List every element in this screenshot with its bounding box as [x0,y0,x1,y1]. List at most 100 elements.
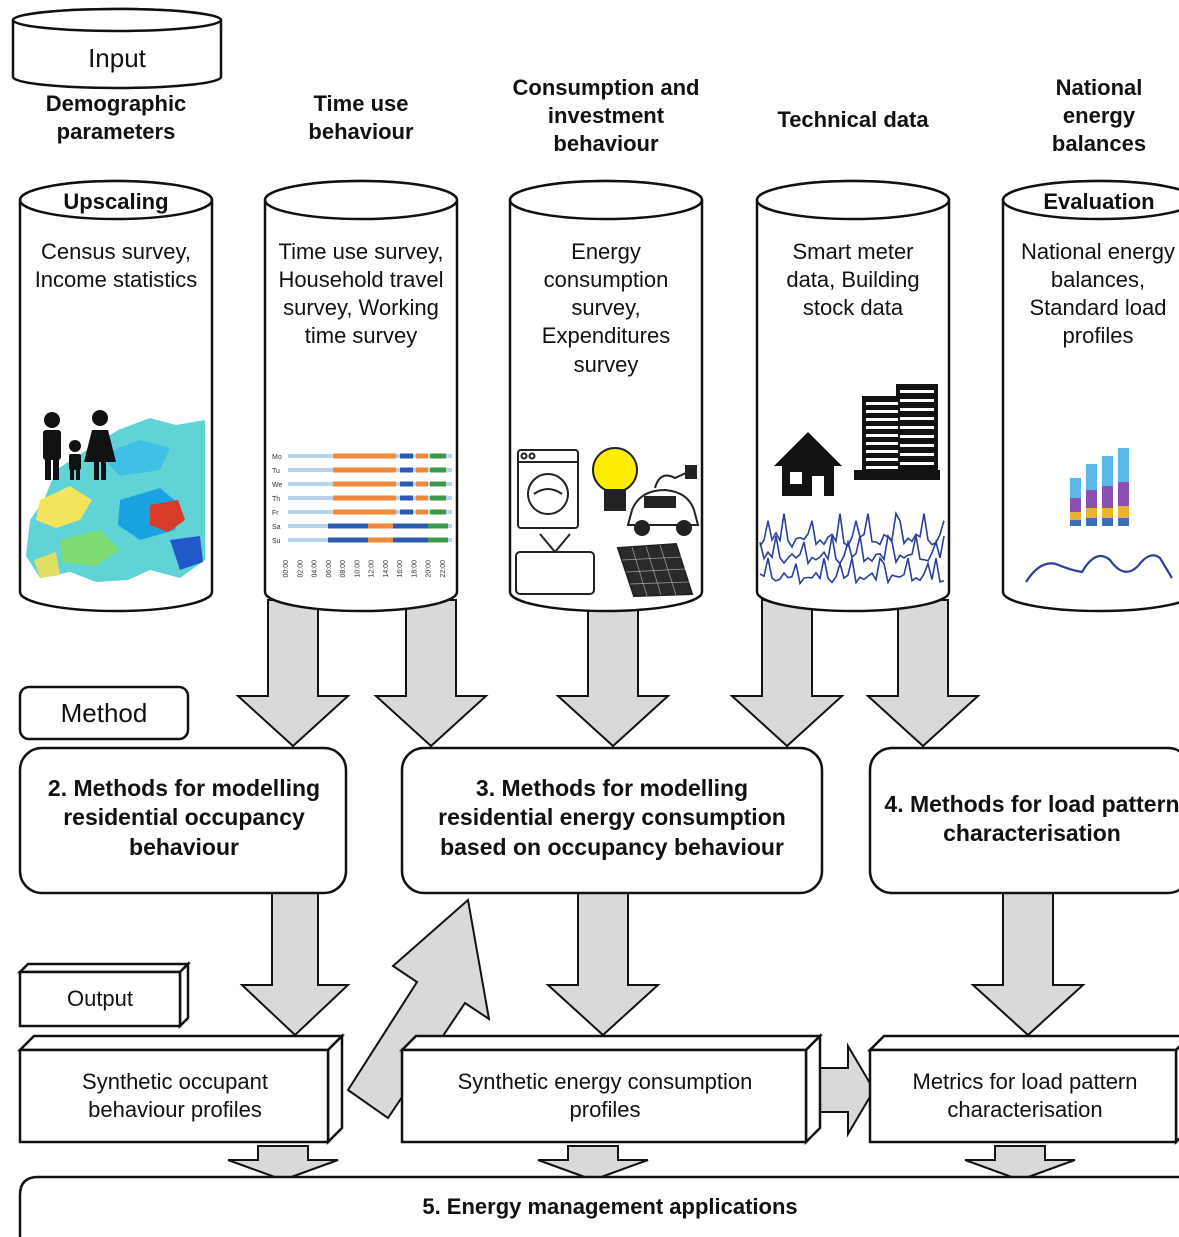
stacked-bars-illustration [1070,448,1129,526]
timeline-segment [430,495,446,501]
timeline-segment [400,467,413,473]
timeline-segment [416,467,428,473]
solar-panel-icon [616,542,694,598]
day-label: Su [272,538,281,545]
window [866,410,898,413]
timeline-segment [333,509,396,515]
timeline-segment [368,523,393,529]
day-label: Tu [272,468,280,475]
input-tag [11,7,223,90]
body-time-use: Time use survey, Household travel survey… [278,239,444,349]
bar-segment [1118,482,1129,506]
day-label: Mo [272,454,282,461]
timeline-segment [428,537,448,543]
arrow-time-use-to-method2 [235,599,351,748]
bar-segment [1070,498,1081,512]
time-tick-label: 12:00 [369,560,376,578]
method-2-text: 2. Methods for modelling residential occ… [47,775,321,860]
body-technical: Smart meter data, Building stock data [786,239,920,321]
window [900,444,934,447]
arrow-output1-to-apps [227,1145,339,1182]
applications-bar [18,1175,1179,1237]
output-3-text: Metrics for load pattern characterisatio… [912,1069,1138,1123]
body-national: National energy balances, Standard load … [1020,239,1176,349]
time-tick-label: 00:00 [283,560,290,578]
time-tick-label: 16:00 [397,560,404,578]
bar-segment [1102,486,1113,508]
window [866,434,898,437]
arrow-technical-to-method4 [865,599,981,748]
output-tag [16,960,192,1030]
arrow-consumption-to-method3 [555,599,671,748]
timeline-segment [430,481,446,487]
bar-segment [1086,518,1097,526]
bar-segment [1070,520,1081,526]
arrow-technical-to-method3 [729,599,845,748]
bar-segment [1070,512,1081,520]
method-3-text: 3. Methods for modelling residential ene… [438,775,786,860]
window [866,426,898,429]
family-icon [43,410,116,480]
bar-segment [1086,490,1097,508]
timeline-segment [416,509,428,515]
window [866,418,898,421]
method-box-4 [868,746,1179,895]
output-box-2 [398,1032,824,1146]
bar-segment [1102,456,1113,486]
output-box-1 [16,1032,346,1146]
timeline-segment [333,467,396,473]
light-bulb-icon [592,447,638,511]
arrow-method4-to-output3 [970,892,1086,1037]
window [900,462,934,465]
bar-segment [1102,508,1113,518]
header-demographic: Demographic parameters [45,91,187,145]
timeline-segment [416,495,428,501]
bar-segment [1102,518,1113,526]
apartment-buildings-icon [854,384,940,480]
timeline-segment [400,453,413,459]
timeline-segment [328,537,368,543]
header-consumption: Consumption and investment behaviour [512,75,700,157]
input-label: Input [88,43,146,73]
window [866,402,898,405]
load-curves-illustration [759,511,945,586]
time-tick-label: 04:00 [312,560,319,578]
cylinder-national-balances [1001,179,1179,613]
method-box-2 [18,746,348,895]
time-tick-label: 08:00 [340,560,347,578]
washing-machine-icon [517,449,579,529]
window [900,426,934,429]
arrow-output2-to-output3 [819,1042,876,1138]
bar-segment [1070,478,1081,498]
cylinder-technical [755,179,951,613]
window [900,417,934,420]
house-icon [774,432,842,496]
timeline-segment [416,481,428,487]
method-tag [18,685,190,741]
time-tick-label: 14:00 [383,560,390,578]
output-label: Output [66,986,134,1011]
time-tick-label: 02:00 [297,560,304,578]
timeline-segment [393,537,428,543]
cap-evaluation: Evaluation [1043,189,1155,214]
day-label: Th [272,496,280,503]
timeline-segment [333,481,396,487]
electric-car-icon [626,465,700,536]
arrow-output3-to-apps [964,1145,1076,1182]
body-demographic: Census survey, Income statistics [34,239,198,293]
arrow-time-use-to-method3 [373,599,489,748]
method-4-text: 4. Methods for load pattern characterisa… [884,791,1179,847]
day-label: Fr [272,510,279,517]
header-time-use: Time use behaviour [308,91,414,145]
window [900,435,934,438]
method-box-3 [400,746,824,895]
day-label: We [272,482,282,489]
cap-upscaling: Upscaling [63,189,169,214]
bar-segment [1118,506,1129,518]
timeline-segment [428,523,448,529]
bar-segment [1086,508,1097,518]
window [900,390,934,393]
output-box-3 [866,1034,1179,1146]
timeline-segment [430,509,446,515]
